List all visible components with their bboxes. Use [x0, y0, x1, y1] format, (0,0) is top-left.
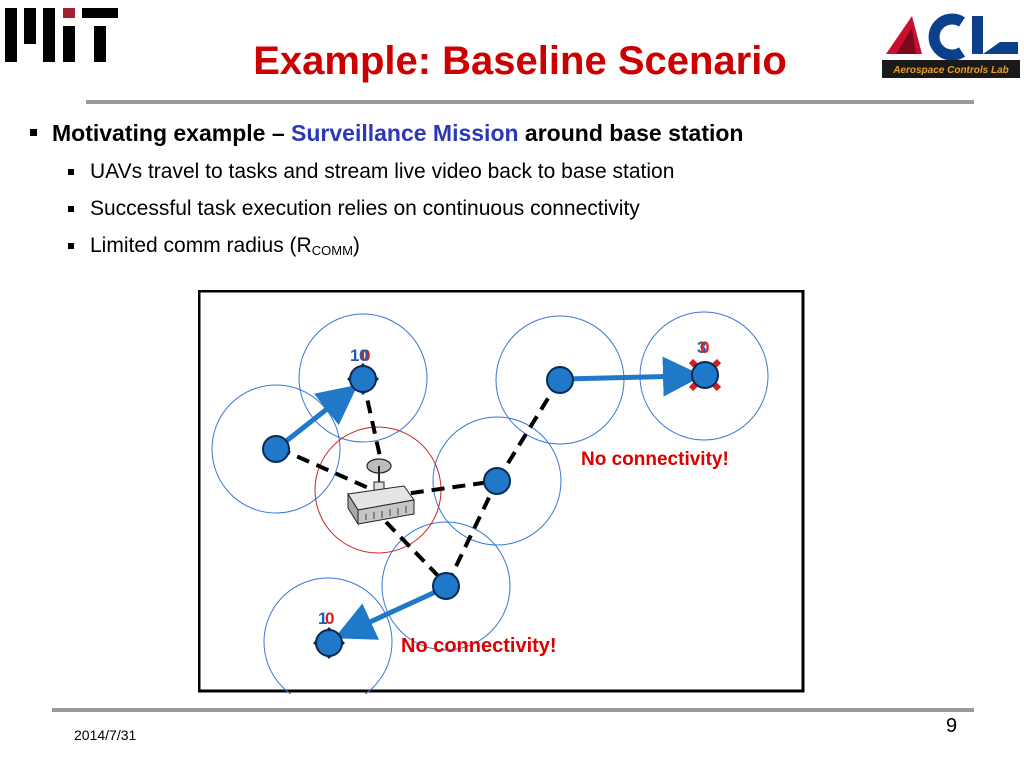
- task-label-2-back: 0: [700, 338, 709, 357]
- slide-title: Example: Baseline Scenario: [253, 39, 787, 83]
- comm-link: [277, 446, 374, 492]
- comm-radius-circle: [263, 577, 393, 694]
- move-arrow: [563, 356, 703, 397]
- move-arrow: [278, 384, 358, 448]
- comm-radius-circle: [298, 313, 428, 443]
- task-label-2-front: 3: [697, 338, 706, 357]
- bullet-square-icon: [30, 129, 37, 136]
- task-marker-3: [313, 627, 345, 659]
- uav-node: [483, 467, 511, 495]
- bullet-square-icon: [68, 169, 74, 175]
- comm-link: [361, 379, 385, 471]
- comm-radius-circle: [432, 416, 562, 546]
- bullet-sub-3-close: ): [352, 234, 360, 257]
- move-arrow: [334, 586, 444, 640]
- bullet-sub-3-text: Limited comm radius (R: [90, 234, 312, 257]
- bullet-main-suffix: around base station: [518, 120, 744, 146]
- comm-radius-circle: [381, 521, 511, 651]
- acl-logo: Aerospace Controls Lab: [882, 13, 1020, 78]
- title-divider: [86, 100, 974, 104]
- comm-radius-circle: [211, 384, 341, 514]
- task-marker-1: [347, 363, 379, 395]
- uav-node: [432, 572, 460, 600]
- bullet-square-icon: [68, 206, 74, 212]
- warning-label-1: No connectivity!: [581, 449, 729, 470]
- task-label-3-front: 1: [318, 609, 327, 628]
- warning-label-2: No connectivity!: [401, 635, 557, 657]
- base-station-icon: [347, 458, 415, 526]
- uav-node: [546, 366, 574, 394]
- comm-link: [389, 479, 498, 498]
- mit-logo: [5, 8, 118, 62]
- bullet-main-highlight: Surveillance Mission: [291, 120, 519, 146]
- task-label-3-back: 0: [325, 609, 334, 628]
- uav-node: [262, 435, 290, 463]
- page-number: 9: [946, 715, 958, 737]
- footer-divider: [52, 708, 974, 712]
- bullet-sub-1-text: UAVs travel to tasks and stream live vid…: [90, 160, 675, 183]
- surveillance-diagram: 0 1 0 3 0 1 0 No connectivity! No connec…: [198, 290, 805, 694]
- task-marker-2: [688, 358, 722, 392]
- task-label-1-overlay: 0: [359, 346, 368, 365]
- comm-link: [384, 520, 449, 587]
- bullet-sub-2-text: Successful task execution relies on cont…: [90, 197, 640, 220]
- task-label-1-back: 0: [361, 346, 370, 365]
- bullet-main-prefix: Motivating example –: [52, 120, 292, 146]
- bullet-sub-3-subscript: COMM: [311, 243, 353, 258]
- footer-date: 2014/7/31: [74, 727, 137, 743]
- comm-link: [445, 480, 499, 586]
- task-label-1-front: 1: [350, 346, 359, 365]
- bullet-square-icon: [68, 243, 74, 249]
- acl-logo-subtitle: Aerospace Controls Lab: [892, 65, 1009, 76]
